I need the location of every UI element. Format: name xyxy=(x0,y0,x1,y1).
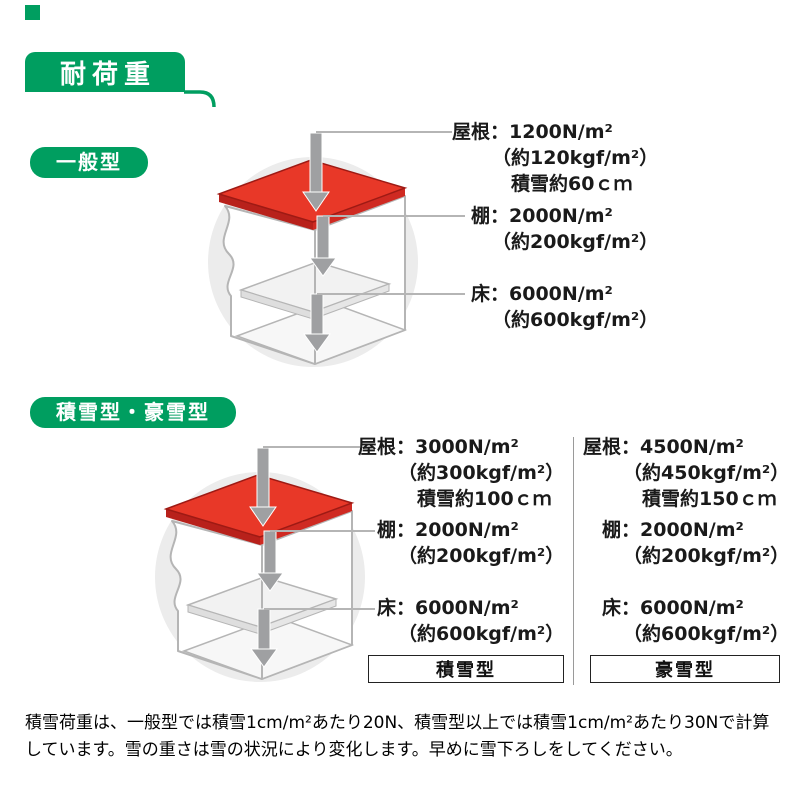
type-box-label: 積雪型 xyxy=(436,660,496,681)
shed-illustration xyxy=(203,112,433,382)
spec-snow: 積雪約150ｃｍ xyxy=(642,488,777,510)
shed-illustration xyxy=(150,427,380,697)
spec-line: 棚： 2000N/m² xyxy=(583,517,789,543)
spec-value: 2000N/m² xyxy=(640,519,744,541)
type-box-snowtype: 積雪型 xyxy=(368,655,564,683)
leader-line-roof-general xyxy=(316,131,452,133)
spec-line: 床： 6000N/m² xyxy=(583,595,789,621)
spec-floor-snowtype: 床： 6000N/m² （約600kgf/m²） xyxy=(358,595,564,647)
section-label-snow-text: 積雪型・豪雪型 xyxy=(56,400,210,424)
green-corner-marker xyxy=(25,5,40,20)
leader-line-roof-snow xyxy=(263,446,360,448)
title-tab-line xyxy=(184,90,216,108)
spec-approx: （約300kgf/m²） xyxy=(398,462,565,484)
spec-floor-general: 床： 6000N/m² （約600kgf/m²） xyxy=(452,281,658,333)
spec-line: 屋根： 4500N/m² xyxy=(583,434,789,460)
spec-value: 2000N/m² xyxy=(415,519,519,541)
spec-part-name: 床： xyxy=(376,597,415,619)
type-box-heavysnow: 豪雪型 xyxy=(590,655,780,683)
spec-value: 2000N/m² xyxy=(509,205,613,227)
spec-shelf-snowtype: 棚： 2000N/m² （約200kgf/m²） xyxy=(358,517,564,569)
leader-line-floor-general xyxy=(317,293,465,295)
spec-roof-heavysnow: 屋根： 4500N/m² （約450kgf/m²） 積雪約150ｃｍ xyxy=(583,434,789,512)
spec-approx: （約450kgf/m²） xyxy=(623,462,790,484)
spec-value: 6000N/m² xyxy=(509,283,613,305)
spec-line: 棚： 2000N/m² xyxy=(452,203,658,229)
spec-value: 4500N/m² xyxy=(640,436,744,458)
spec-shelf-heavysnow: 棚： 2000N/m² （約200kgf/m²） xyxy=(583,517,789,569)
type-box-label: 豪雪型 xyxy=(655,660,715,681)
shed-diagram-snow xyxy=(150,427,380,697)
shed-diagram-general xyxy=(203,112,433,382)
spec-approx: （約200kgf/m²） xyxy=(492,231,659,253)
section-label-general: 一般型 xyxy=(30,147,148,178)
page-title-tab: 耐荷重 xyxy=(25,52,185,92)
spec-snow: 積雪約100ｃｍ xyxy=(417,488,552,510)
spec-approx: （約600kgf/m²） xyxy=(623,623,790,645)
spec-approx: （約600kgf/m²） xyxy=(398,623,565,645)
spec-part-name: 棚： xyxy=(601,519,640,541)
spec-part-name: 棚： xyxy=(376,519,415,541)
spec-part-name: 床： xyxy=(470,283,509,305)
spec-line: 棚： 2000N/m² xyxy=(358,517,564,543)
spec-value: 6000N/m² xyxy=(415,597,519,619)
page-title: 耐荷重 xyxy=(59,59,156,90)
leader-line-shelf-general xyxy=(323,215,465,217)
spec-approx: （約600kgf/m²） xyxy=(492,309,659,331)
spec-approx: （約200kgf/m²） xyxy=(623,545,790,567)
section-label-general-text: 一般型 xyxy=(56,150,122,174)
footnote-text: 積雪荷重は、一般型では積雪1cm/m²あたり20N、積雪型以上では積雪1cm/m… xyxy=(25,713,770,760)
spec-approx: （約200kgf/m²） xyxy=(398,545,565,567)
spec-line: 床： 6000N/m² xyxy=(358,595,564,621)
spec-line: 屋根： 3000N/m² xyxy=(358,434,564,460)
leader-line-shelf-snow xyxy=(270,530,375,532)
spec-shelf-general: 棚： 2000N/m² （約200kgf/m²） xyxy=(452,203,658,255)
spec-value: 3000N/m² xyxy=(415,436,519,458)
spec-part-name: 棚： xyxy=(470,205,509,227)
spec-part-name: 屋根： xyxy=(358,436,416,458)
spec-approx: （約120kgf/m²） xyxy=(492,147,659,169)
section-label-snow: 積雪型・豪雪型 xyxy=(30,397,236,428)
spec-value: 6000N/m² xyxy=(640,597,744,619)
spec-roof-snowtype: 屋根： 3000N/m² （約300kgf/m²） 積雪約100ｃｍ xyxy=(358,434,564,512)
leader-line-floor-snow xyxy=(264,608,375,610)
spec-line: 屋根： 1200N/m² xyxy=(452,119,658,145)
spec-part-name: 屋根： xyxy=(452,121,510,143)
spec-snow: 積雪約60ｃｍ xyxy=(511,173,633,195)
spec-value: 1200N/m² xyxy=(509,121,613,143)
spec-floor-heavysnow: 床： 6000N/m² （約600kgf/m²） xyxy=(583,595,789,647)
spec-roof-general: 屋根： 1200N/m² （約120kgf/m²） 積雪約60ｃｍ xyxy=(452,119,658,197)
spec-part-name: 屋根： xyxy=(583,436,641,458)
column-divider xyxy=(573,437,574,685)
spec-line: 床： 6000N/m² xyxy=(452,281,658,307)
spec-part-name: 床： xyxy=(601,597,640,619)
